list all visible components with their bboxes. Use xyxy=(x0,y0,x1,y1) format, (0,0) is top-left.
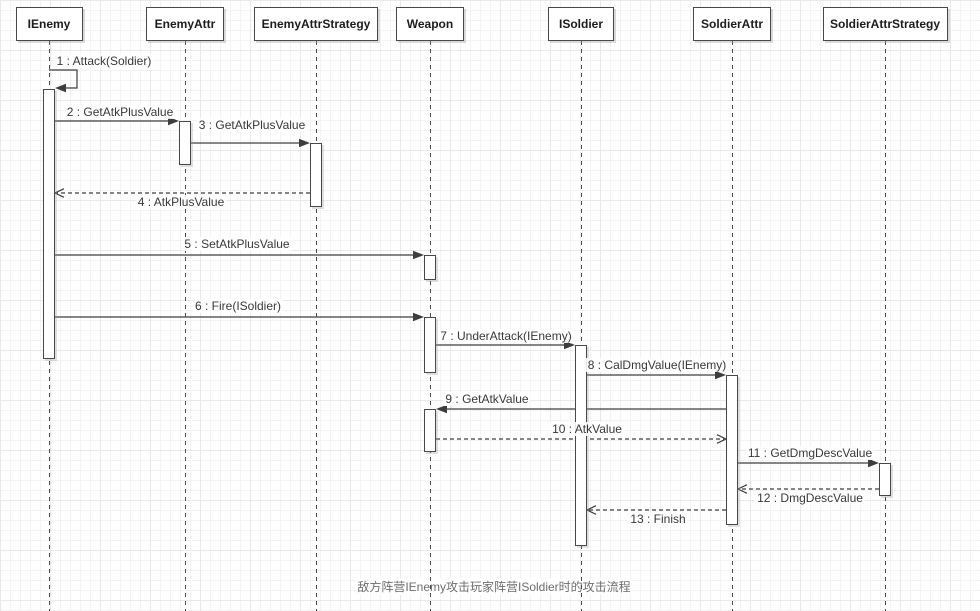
message-10-arrowhead xyxy=(716,434,728,444)
lifeline-soldierattrstrategy xyxy=(885,41,886,611)
message-5-label: 5 : SetAtkPlusValue xyxy=(182,237,292,251)
message-2-label: 2 : GetAtkPlusValue xyxy=(64,105,176,119)
lifeline-soldierattr xyxy=(732,41,733,611)
message-9-label: 9 : GetAtkValue xyxy=(443,392,531,406)
message-1-arrowhead xyxy=(55,83,66,93)
activation-bar-weapon-3 xyxy=(424,409,436,452)
activation-bar-ienemy-1 xyxy=(43,89,55,359)
lifeline-enemyattr xyxy=(185,41,186,611)
message-1-line xyxy=(49,69,78,89)
activation-bar-weapon-2 xyxy=(424,317,436,373)
activation-bar-isoldier-1 xyxy=(575,345,587,546)
message-3-label: 3 : GetAtkPlusValue xyxy=(196,118,308,132)
activation-bar-soldierattrstrategy-1 xyxy=(879,463,891,496)
message-12-arrowhead xyxy=(736,484,748,494)
activation-bar-weapon-1 xyxy=(424,255,436,280)
message-3-arrowhead xyxy=(299,138,310,148)
message-6-label: 6 : Fire(ISoldier) xyxy=(192,299,284,313)
activation-bar-enemyattr-1 xyxy=(179,121,191,165)
message-11-label: 11 : GetDmgDescValue xyxy=(745,446,875,460)
actor-box-enemyattr: EnemyAttr xyxy=(146,7,224,41)
lifeline-isoldier xyxy=(581,41,582,611)
actor-box-soldierattrstrategy: SoldierAttrStrategy xyxy=(822,7,948,41)
actor-box-ienemy: IEnemy xyxy=(15,7,83,41)
message-10-label: 10 : AtkValue xyxy=(550,422,624,436)
activation-bar-enemyattrstrategy-1 xyxy=(310,143,322,207)
message-4-label: 4 : AtkPlusValue xyxy=(135,195,227,209)
actor-box-enemyattrstrategy: EnemyAttrStrategy xyxy=(254,7,378,41)
message-6-arrowhead xyxy=(413,312,424,322)
message-5-arrowhead xyxy=(413,250,424,260)
activation-bar-soldierattr-1 xyxy=(726,375,738,525)
message-13-label: 13 : Finish xyxy=(628,512,688,526)
message-13-arrowhead xyxy=(585,505,597,515)
diagram-caption: 敌方阵营IEnemy攻击玩家阵营ISoldier时的攻击流程 xyxy=(355,578,633,595)
message-4-arrowhead xyxy=(53,188,65,198)
actor-box-weapon: Weapon xyxy=(396,7,464,41)
message-8-label: 8 : CalDmgValue(IEnemy) xyxy=(585,358,729,372)
actor-box-isoldier: ISoldier xyxy=(548,7,614,41)
lifeline-enemyattrstrategy xyxy=(316,41,317,611)
message-7-label: 7 : UnderAttack(IEnemy) xyxy=(438,329,574,343)
message-1-label: 1 : Attack(Soldier) xyxy=(54,54,154,68)
message-12-label: 12 : DmgDescValue xyxy=(755,491,865,505)
actor-box-soldierattr: SoldierAttr xyxy=(693,7,771,41)
